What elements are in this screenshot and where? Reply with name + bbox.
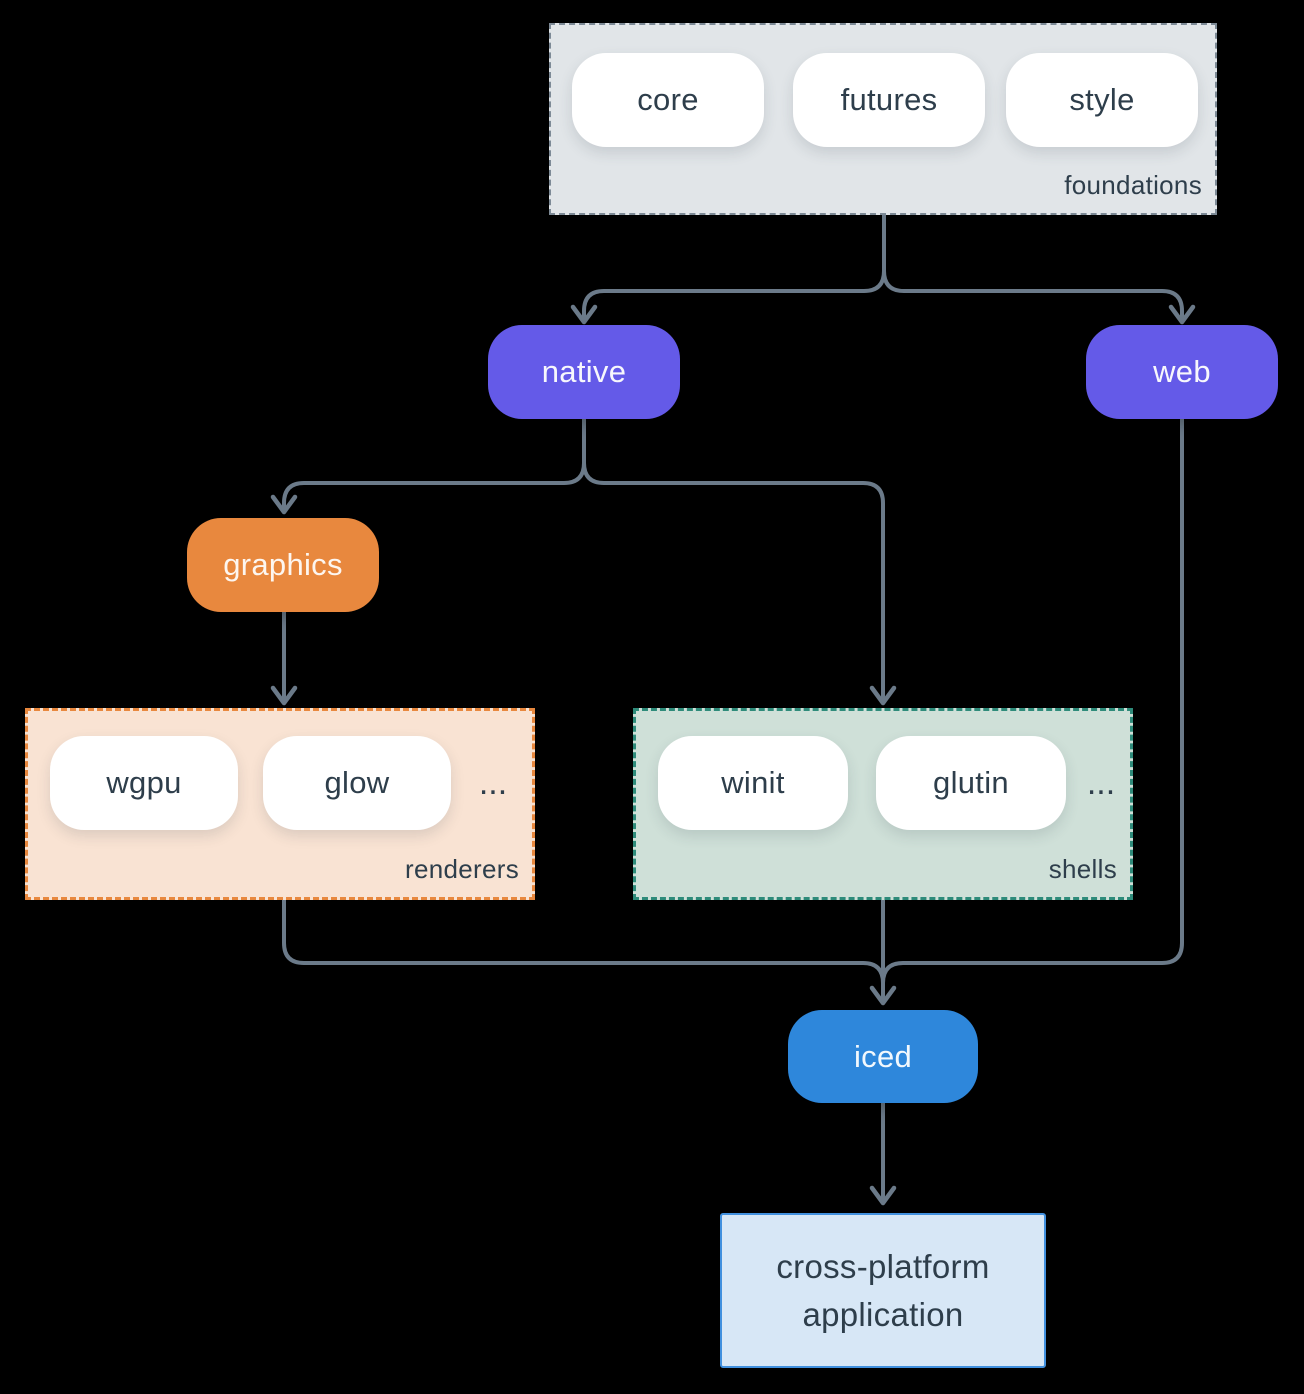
node-glutin-label: glutin: [933, 765, 1009, 800]
arrowhead-down-icon: [869, 985, 897, 1006]
node-iced: iced: [788, 1010, 978, 1103]
node-graphics: graphics: [187, 518, 379, 612]
arrowhead-down-icon: [270, 494, 298, 515]
app-label-line2: application: [802, 1295, 964, 1333]
node-web-label: web: [1153, 354, 1211, 389]
edge-foundations-native: [582, 213, 886, 319]
node-style-label: style: [1069, 82, 1135, 117]
edge-renderers-iced: [282, 898, 885, 1000]
arrowhead-down-icon: [270, 685, 298, 706]
edge-native-shells: [582, 461, 885, 700]
edge-native-graphics: [282, 417, 586, 509]
edge-foundations-web: [882, 269, 1184, 319]
group-renderers: wgpu glow ... renderers: [25, 708, 535, 900]
node-winit-label: winit: [721, 765, 785, 800]
node-web: web: [1086, 325, 1278, 419]
group-shells-label: shells: [1048, 854, 1117, 884]
node-native: native: [488, 325, 680, 419]
node-wgpu: wgpu: [50, 736, 238, 830]
group-renderers-label: renderers: [405, 854, 519, 884]
group-foundations: core futures style foundations: [549, 23, 1217, 215]
group-shells: winit glutin ... shells: [633, 708, 1133, 900]
node-futures: futures: [793, 53, 985, 147]
shells-ellipsis: ...: [1086, 763, 1116, 802]
renderers-ellipsis: ...: [478, 763, 508, 802]
node-core: core: [572, 53, 764, 147]
arrowhead-down-icon: [869, 1185, 897, 1206]
node-futures-label: futures: [840, 82, 938, 117]
app-label-line1: cross-platform: [776, 1247, 990, 1285]
node-winit: winit: [658, 736, 848, 830]
node-core-label: core: [637, 82, 699, 117]
arrowhead-down-icon: [1168, 304, 1196, 325]
group-foundations-label: foundations: [1064, 170, 1202, 200]
arrowhead-down-icon: [869, 685, 897, 706]
node-cross-platform-application: cross-platform application: [720, 1213, 1046, 1368]
node-glow-label: glow: [324, 765, 390, 800]
node-iced-label: iced: [853, 1038, 913, 1074]
node-wgpu-label: wgpu: [106, 765, 182, 800]
arrowhead-down-icon: [570, 304, 598, 325]
node-graphics-label: graphics: [223, 547, 343, 582]
node-native-label: native: [541, 354, 627, 389]
node-glow: glow: [263, 736, 451, 830]
node-glutin: glutin: [876, 736, 1066, 830]
node-style: style: [1006, 53, 1198, 147]
